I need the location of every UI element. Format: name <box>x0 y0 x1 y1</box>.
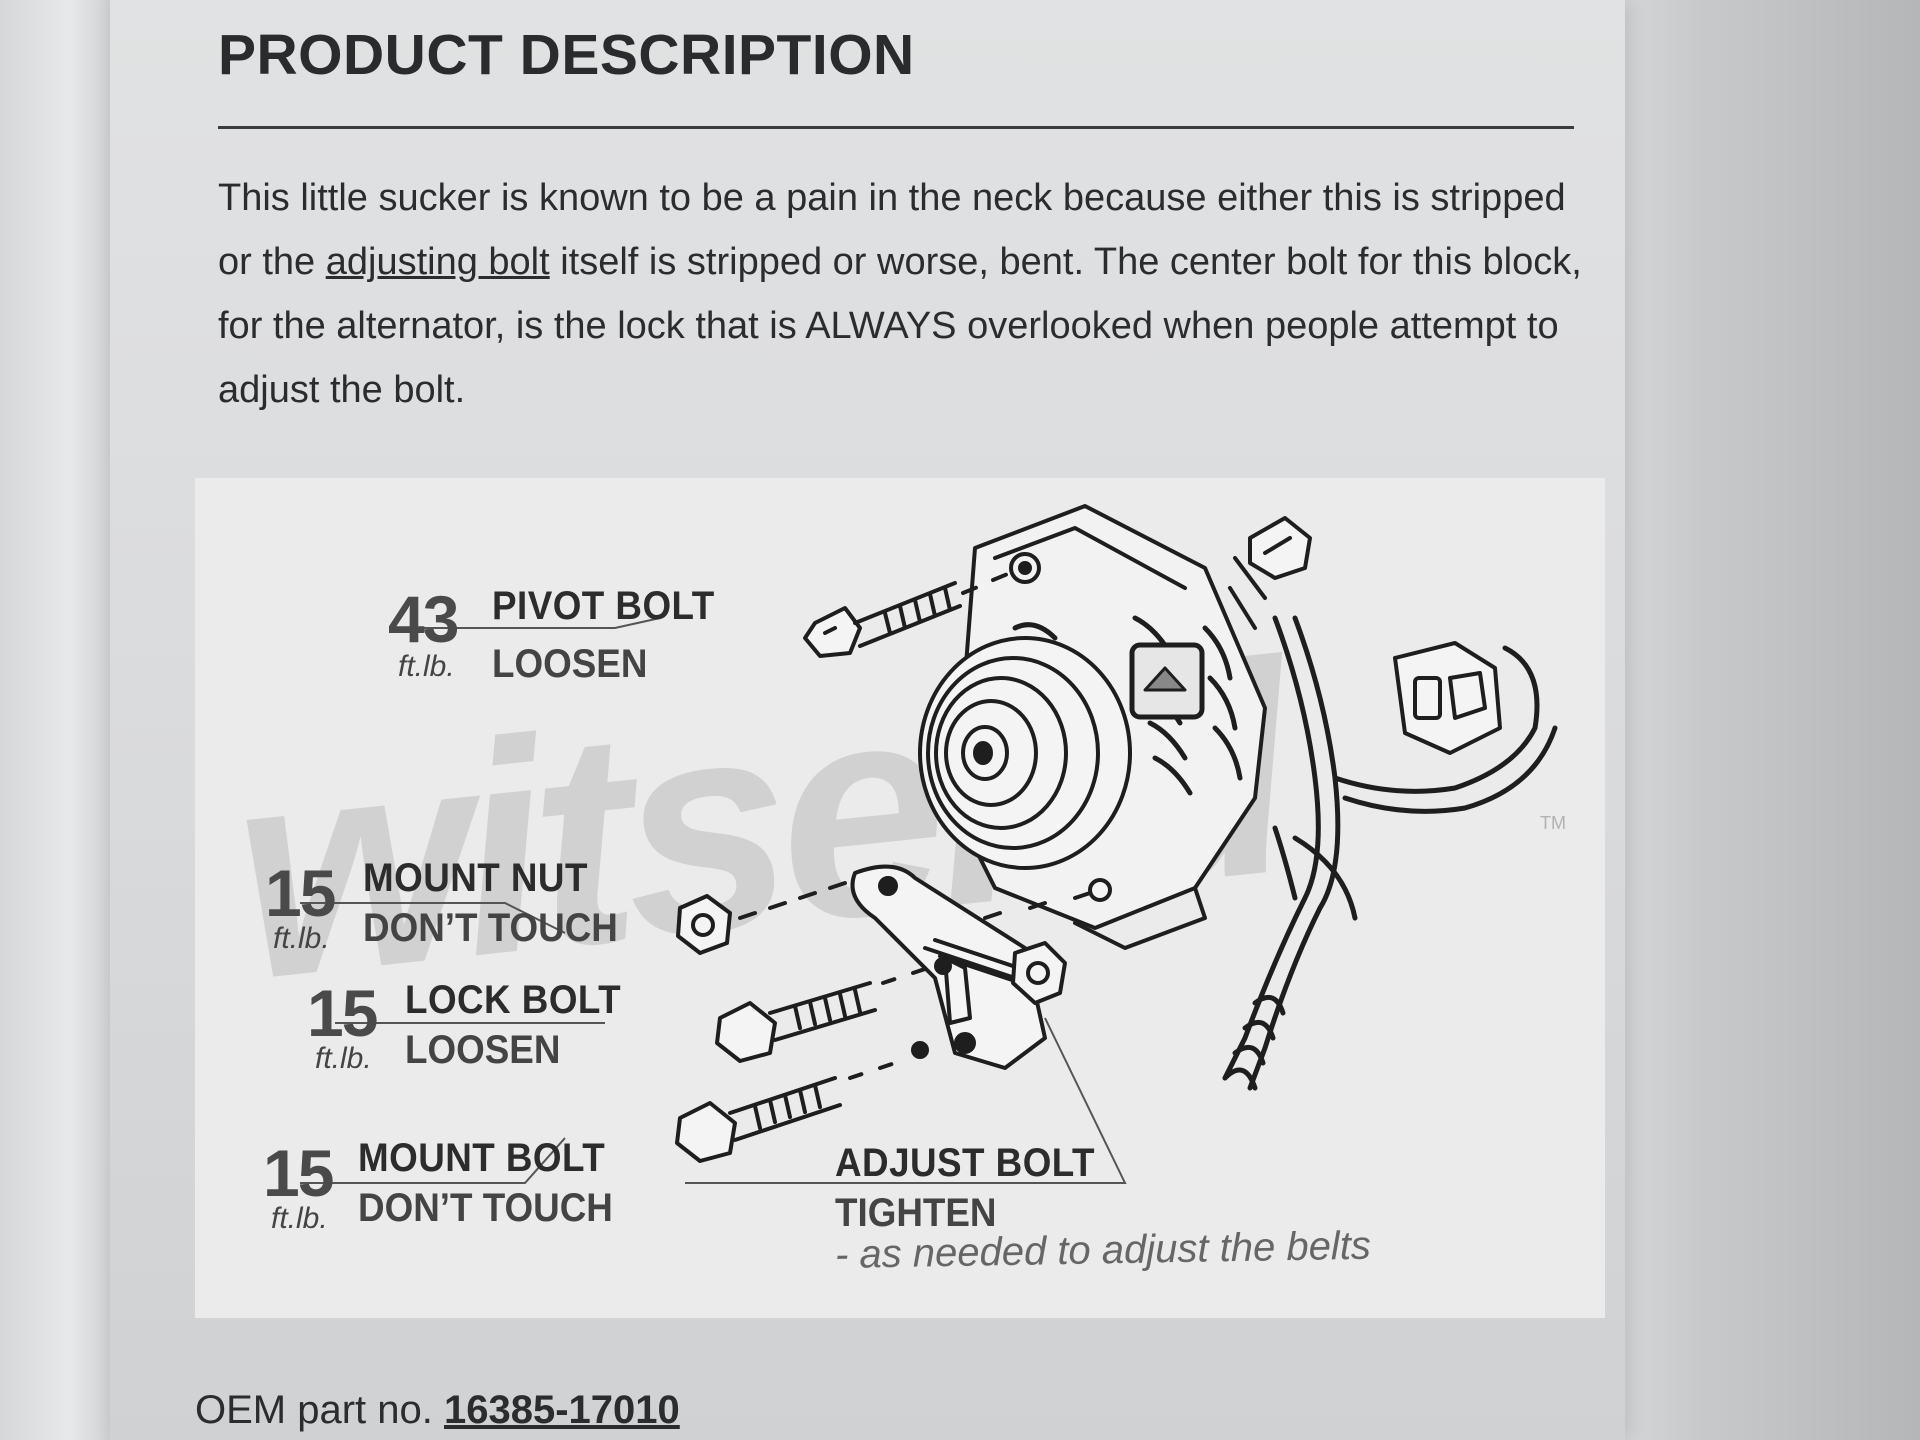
leader-lines <box>300 617 1127 1184</box>
oem-label: OEM part no. <box>195 1388 433 1432</box>
mount-bolt <box>675 1041 929 1163</box>
mount-bolt-label: MOUNT BOLT <box>358 1136 606 1180</box>
mount-bolt-torque-unit: ft.lb. <box>271 1202 328 1235</box>
lock-bolt <box>715 957 952 1063</box>
page-edge <box>0 0 110 1440</box>
lock-bolt-torque: 15 <box>307 976 378 1050</box>
alternator-illustration <box>300 504 1558 1184</box>
description-text-start: This little sucker is known to be a pain… <box>218 177 1566 283</box>
description-text-end: itself is stripped or worse, bent. The c… <box>218 241 1582 411</box>
lock-bolt-torque-unit: ft.lb. <box>315 1042 372 1075</box>
adjust-bolt <box>923 938 1067 1005</box>
adjusting-bolt-link[interactable]: adjusting bolt <box>325 241 550 283</box>
terminal-stud <box>1228 516 1312 630</box>
pivot-leader <box>402 617 661 629</box>
product-description: This little sucker is known to be a pain… <box>218 166 1588 422</box>
lock-bolt-label: LOCK BOLT <box>405 978 622 1022</box>
page-title: PRODUCT DESCRIPTION <box>218 23 915 87</box>
wiring-harness <box>1222 615 1558 1091</box>
mount-bolt-leader <box>300 1137 566 1184</box>
pivot-bolt-label: PIVOT BOLT <box>492 584 715 628</box>
alternator-diagram: witsend TM <box>195 478 1605 1318</box>
lock-bolt-action: LOOSEN <box>405 1028 561 1072</box>
mount-bolt-torque: 15 <box>263 1136 334 1210</box>
connector-plug <box>1393 641 1502 755</box>
mount-nut-leader <box>300 902 566 934</box>
mount-nut <box>676 878 1112 955</box>
mount-nut-label: MOUNT NUT <box>363 856 588 900</box>
adjust-bolt-action: TIGHTEN <box>835 1191 997 1235</box>
trademark-mark: TM <box>1540 813 1566 833</box>
oem-part-link[interactable]: 16385-17010 <box>444 1388 680 1432</box>
mount-nut-torque-unit: ft.lb. <box>273 922 330 955</box>
heading-divider <box>218 126 1574 129</box>
adjust-bolt-note: - as needed to adjust the belts <box>834 1223 1372 1277</box>
mount-nut-torque: 15 <box>265 856 336 930</box>
pivot-torque: 43 <box>388 582 459 656</box>
mount-bolt-action: DON’T TOUCH <box>358 1186 613 1230</box>
pulley <box>918 636 1132 870</box>
pivot-bolt-action: LOOSEN <box>492 642 648 686</box>
adjust-bolt-leader <box>685 1017 1127 1184</box>
pivot-torque-unit: ft.lb. <box>398 650 455 683</box>
mount-nut-action: DON’T TOUCH <box>363 906 618 950</box>
pivot-bolt <box>803 552 1041 658</box>
adjust-bolt-label: ADJUST BOLT <box>835 1141 1095 1185</box>
oem-part-number: OEM part no. 16385-17010 <box>195 1388 680 1433</box>
